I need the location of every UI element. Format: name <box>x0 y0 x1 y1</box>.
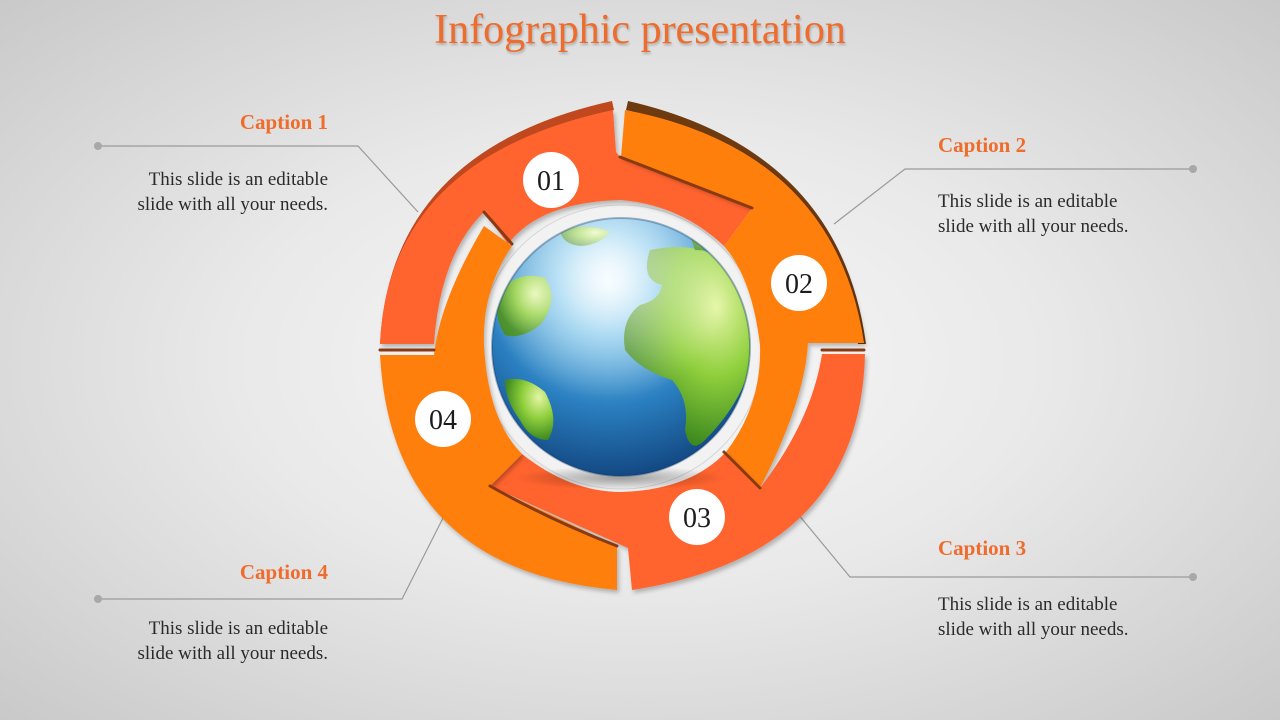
connector-line-2 <box>833 168 1193 225</box>
caption-2-text: This slide is an editable slide with all… <box>938 189 1178 239</box>
connector-line-3 <box>797 513 1193 578</box>
caption-3-title: Caption 3 <box>938 536 1027 560</box>
caption-1-line-1: This slide is an editable <box>148 169 328 190</box>
badge-01-number: 01 <box>537 166 565 197</box>
globe-icon <box>491 217 751 490</box>
caption-4-line-2: slide with all your needs. <box>137 643 329 664</box>
caption-3-text: This slide is an editable slide with all… <box>938 592 1178 642</box>
connector-lines <box>98 145 1193 600</box>
segment-03 <box>490 354 865 590</box>
caption-4-title: Caption 4 <box>239 560 328 584</box>
caption-2-line-1: This slide is an editable <box>938 191 1118 212</box>
badge-04-number: 04 <box>429 405 457 436</box>
segment-01 <box>380 110 752 344</box>
badge-03: 03 <box>669 489 725 545</box>
caption-4-text: This slide is an editable slide with all… <box>88 616 329 666</box>
caption-2-line-2: slide with all your needs. <box>938 216 1129 237</box>
caption-2-title: Caption 2 <box>938 133 1027 157</box>
badge-02: 02 <box>771 255 827 311</box>
caption-1-title: Caption 1 <box>239 110 328 134</box>
caption-3-line-2: slide with all your needs. <box>938 619 1129 640</box>
connector-line-4 <box>98 517 444 600</box>
segment-02 <box>621 110 864 488</box>
caption-1-line-2: slide with all your needs. <box>137 194 329 215</box>
segment-04 <box>380 226 617 590</box>
caption-1-text: This slide is an editable slide with all… <box>88 167 329 217</box>
badge-04: 04 <box>415 391 471 447</box>
connector-line-1 <box>98 145 419 213</box>
caption-4-line-1: This slide is an editable <box>148 618 328 639</box>
badge-03-number: 03 <box>683 503 711 534</box>
badge-01: 01 <box>523 152 579 208</box>
slide-title: Infographic presentation <box>434 7 846 53</box>
badge-02-number: 02 <box>785 269 813 300</box>
connector-dots <box>94 142 1197 603</box>
caption-3-line-1: This slide is an editable <box>938 594 1118 615</box>
